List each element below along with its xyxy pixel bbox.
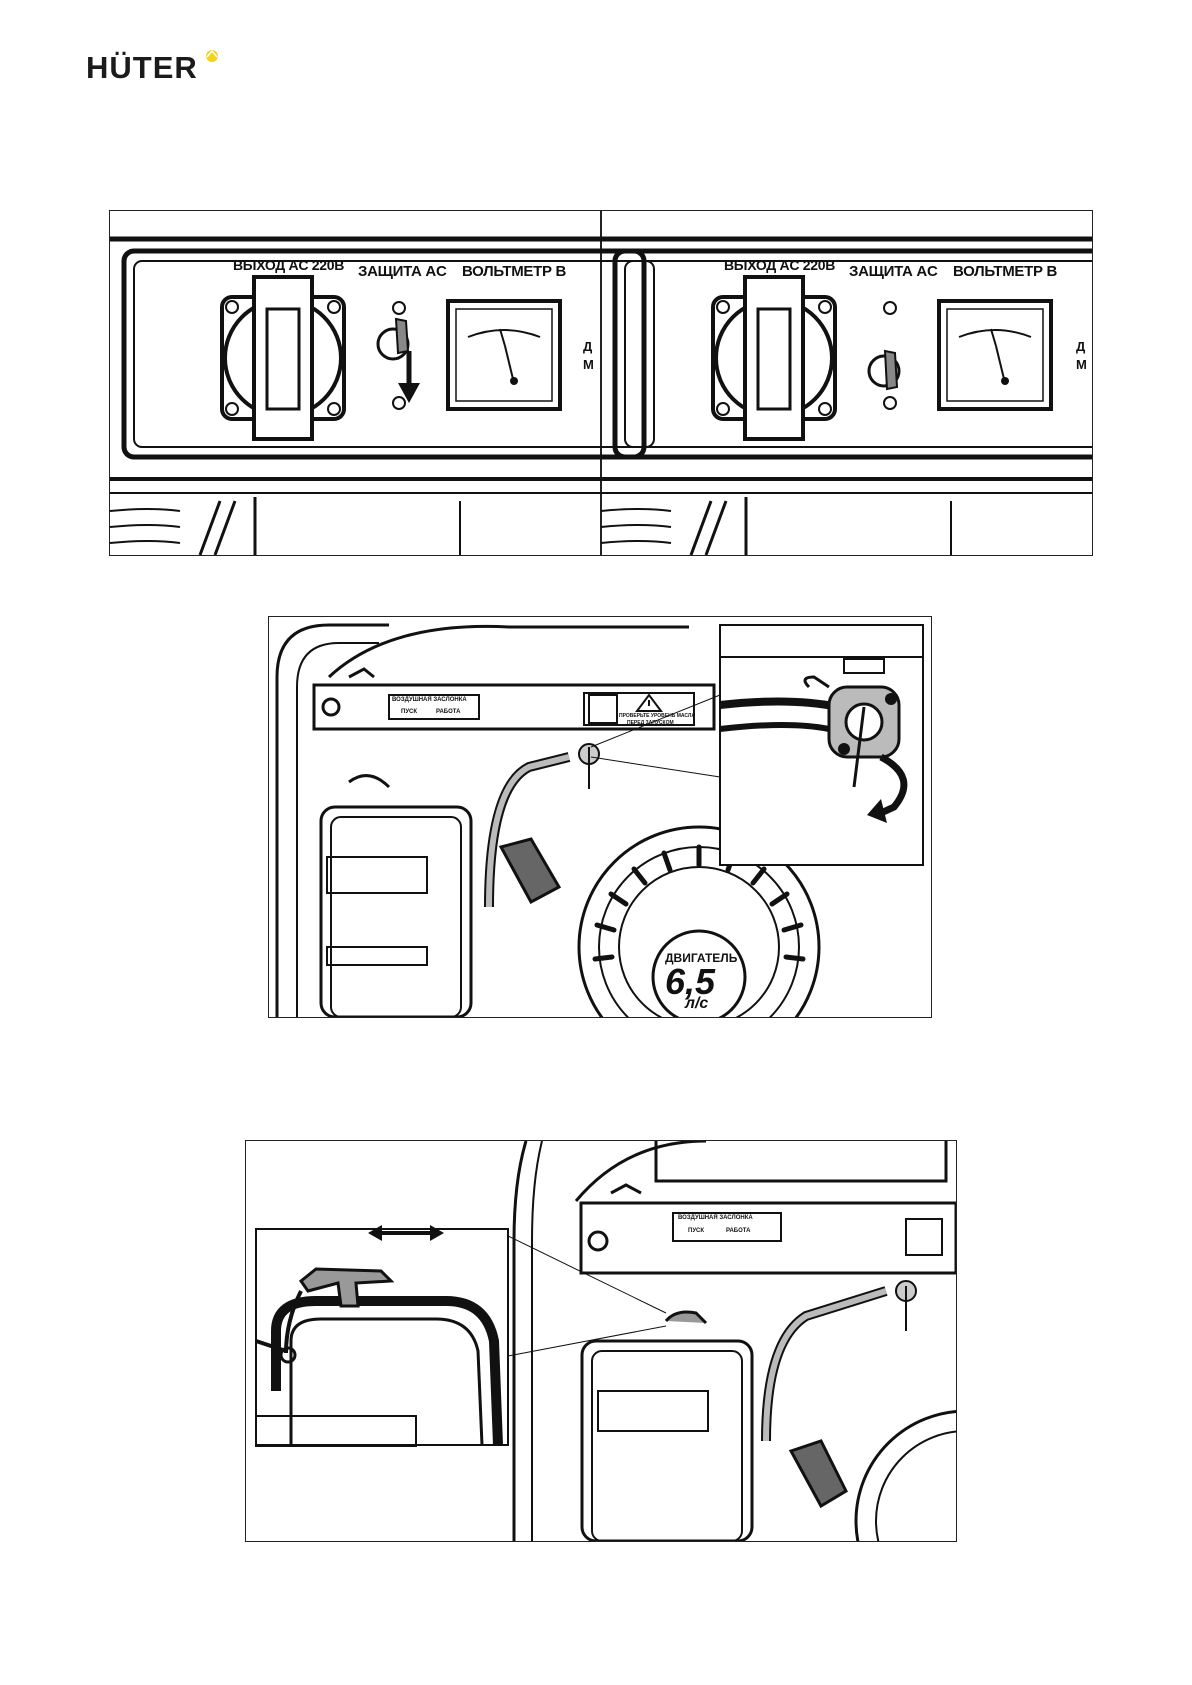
double-arrow-icon bbox=[368, 1225, 444, 1241]
figure2-warning-text-1: ПРОВЕРЬТЕ УРОВЕНЬ МАСЛА bbox=[619, 713, 695, 719]
voltmeter-icon bbox=[446, 299, 562, 411]
rotate-arrow-icon bbox=[867, 753, 908, 823]
engine-power: 6,5 bbox=[665, 961, 716, 1002]
warning-icon bbox=[635, 693, 663, 712]
engine-label: ДВИГАТЕЛЬ bbox=[665, 951, 738, 965]
figure3-choke-label: ВОЗДУШНАЯ ЗАСЛОНКА bbox=[678, 1215, 753, 1221]
panel-left-socket-label: ВЫХОД AC 220В bbox=[233, 257, 345, 273]
panel-right-edge-text-2: М bbox=[1076, 357, 1087, 372]
figure2-warning-text-2: ПЕРЕД ЗАПУСКОМ bbox=[627, 720, 674, 726]
figure2-choke-run: РАБОТА bbox=[436, 709, 461, 715]
choke-lever-icon bbox=[298, 1267, 395, 1308]
figure2-choke-label: ВОЗДУШНАЯ ЗАСЛОНКА bbox=[392, 697, 467, 703]
brand-logo: HÜTER bbox=[86, 49, 226, 90]
choke-lever-drawing bbox=[255, 1141, 956, 1541]
panel-right-edge-text-1: Д bbox=[1076, 339, 1085, 354]
panel-left-drawing bbox=[110, 236, 655, 555]
panel-right-socket-label: ВЫХОД AC 220В bbox=[724, 257, 836, 273]
panel-left-edge-text-2: М bbox=[583, 357, 594, 372]
figure3-choke-run: РАБОТА bbox=[726, 1228, 751, 1234]
panel-left-voltmeter-label: ВОЛЬТМЕТР В bbox=[462, 263, 567, 280]
fuel-valve-drawing bbox=[275, 623, 924, 1017]
panel-right-breaker-label: ЗАЩИТА AC bbox=[849, 263, 938, 280]
figure-choke-lever: ВОЗДУШНАЯ ЗАСЛОНКА ПУСК РАБОТА bbox=[245, 1140, 957, 1542]
socket-icon bbox=[220, 275, 346, 441]
breaker-switch-icon bbox=[376, 301, 410, 410]
figure2-choke-start: ПУСК bbox=[401, 709, 418, 715]
panel-right-voltmeter-label: ВОЛЬТМЕТР В bbox=[953, 263, 1058, 280]
panel-right-drawing bbox=[600, 236, 1092, 555]
engine-unit: л/с bbox=[685, 995, 709, 1012]
panel-left-edge-text-1: Д bbox=[583, 339, 592, 354]
brand-spark-icon bbox=[206, 49, 218, 62]
control-panel-drawing bbox=[110, 211, 1092, 555]
fuel-valve-icon bbox=[578, 743, 600, 789]
brand-name: HÜTER bbox=[86, 50, 198, 85]
down-arrow-icon bbox=[398, 351, 420, 403]
figure3-choke-start: ПУСК bbox=[688, 1228, 705, 1234]
panel-left-breaker-label: ЗАЩИТА AC bbox=[358, 263, 447, 280]
figure-fuel-valve: ВОЗДУШНАЯ ЗАСЛОНКА ПУСК РАБОТА ПРОВЕРЬТЕ… bbox=[268, 616, 932, 1018]
figure-control-panel: ВЫХОД AC 220В ЗАЩИТА AC ВОЛЬТМЕТР В Д М … bbox=[109, 210, 1093, 556]
